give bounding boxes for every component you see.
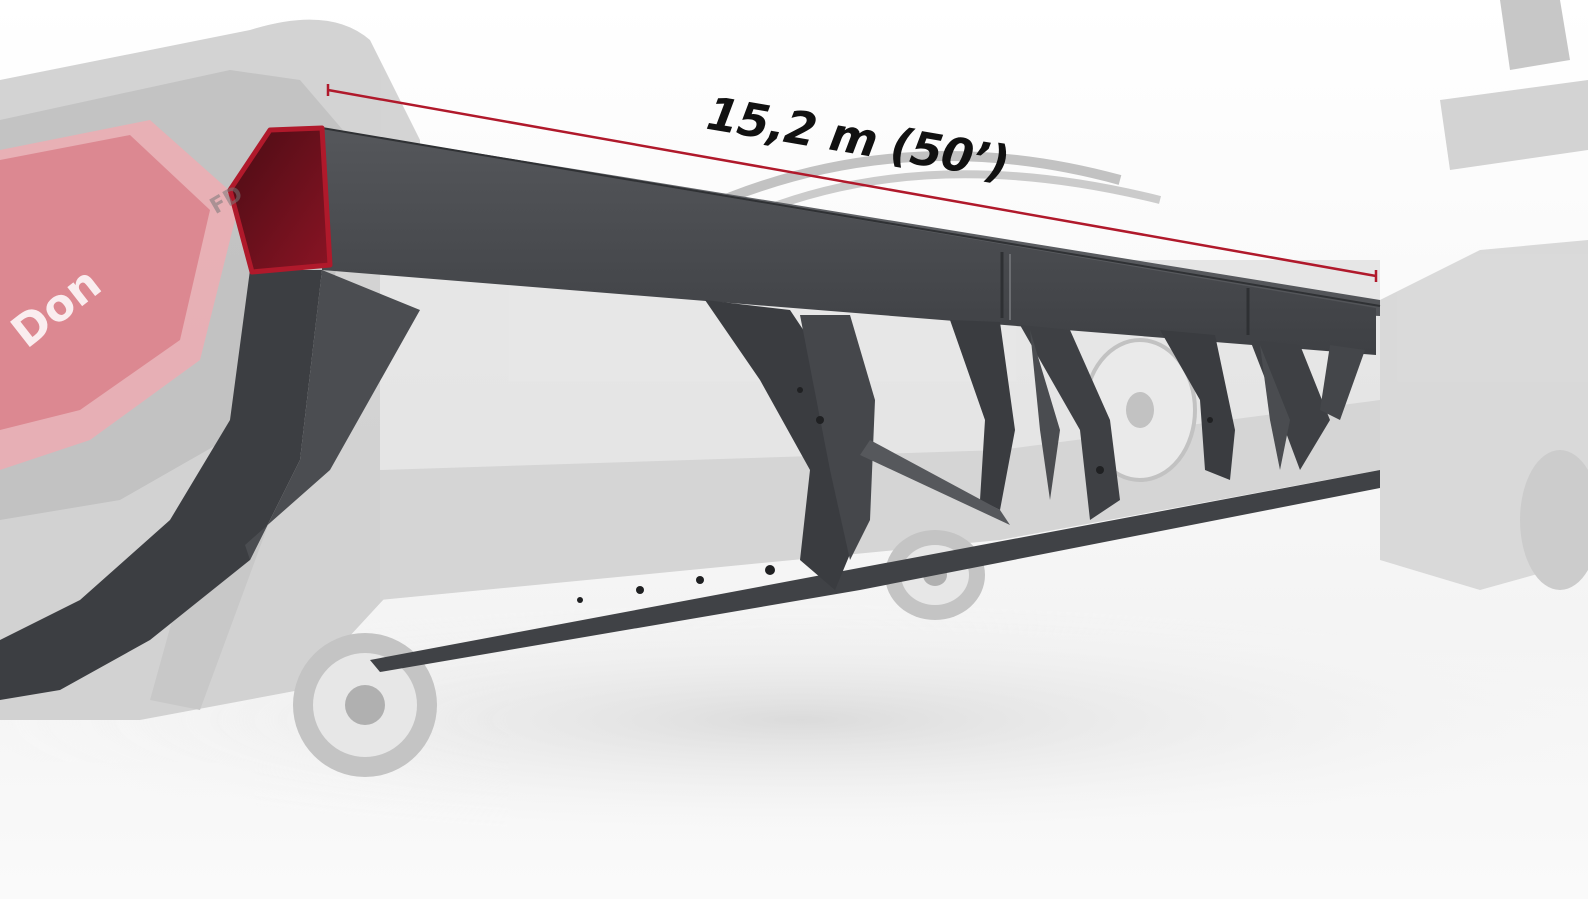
gauge-wheel-left bbox=[293, 633, 437, 777]
steel-frame bbox=[0, 127, 1381, 700]
beam-end-highlight bbox=[227, 125, 333, 275]
dimension-line bbox=[326, 84, 1378, 282]
ghost-machine bbox=[0, 0, 1588, 840]
